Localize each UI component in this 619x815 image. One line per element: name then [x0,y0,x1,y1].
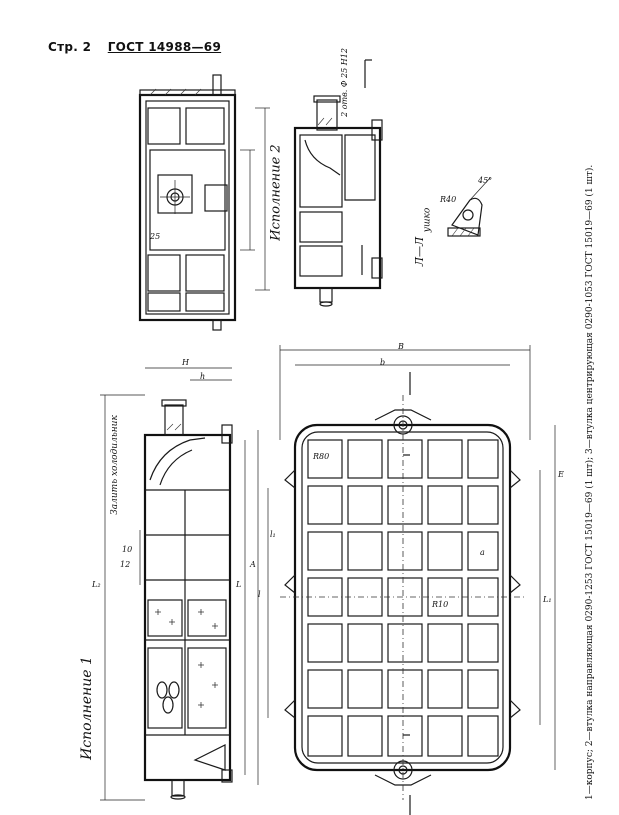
dim-L2: L₂ [92,580,101,589]
variant-2-section [293,59,383,307]
dim-L: L [236,580,242,589]
variant-2-frame [138,74,270,331]
cast-zone-note: Залить холодильник [109,415,120,515]
dim-10: 10 [122,545,133,554]
dim-L1: L₁ [543,595,552,604]
dim-B: B [398,342,404,351]
page-header: Стр. 2 ГОСТ 14988—69 [48,40,233,54]
dim-R80: R80 [313,452,330,461]
dim-45: 45° [478,176,493,185]
section-ear-sub: ушко [422,207,433,233]
plan-view-frame [267,345,556,815]
dim-h: h [200,372,206,381]
dim-A: A [250,560,256,569]
dim-R40: R40 [440,195,457,204]
dim-l1: l₁ [270,530,276,539]
dim-E: E [558,470,564,479]
standard-number: ГОСТ 14988—69 [107,40,222,54]
dim-R10: R10 [432,600,449,609]
dim-b: b [380,358,386,367]
dim-H: H [182,358,189,367]
figure-caption: 1—корпус; 2—втулка направляющая 0290-125… [585,164,595,800]
hole-spec: 2 отв. Ф 25 Н12 [339,48,349,117]
page-number: Стр. 2 [48,40,92,54]
variant-1-section [100,367,259,801]
dim-a: a [480,548,485,557]
section-ear-detail [447,177,491,237]
dim-25: 25 [150,232,161,241]
dim-12: 12 [120,560,131,569]
section-ear-title: Л—Л [413,236,427,267]
dim-l: l [258,590,261,599]
variant-2-label: Исполнение 2 [268,144,284,241]
variant-1-label: Исполнение 1 [78,656,95,760]
